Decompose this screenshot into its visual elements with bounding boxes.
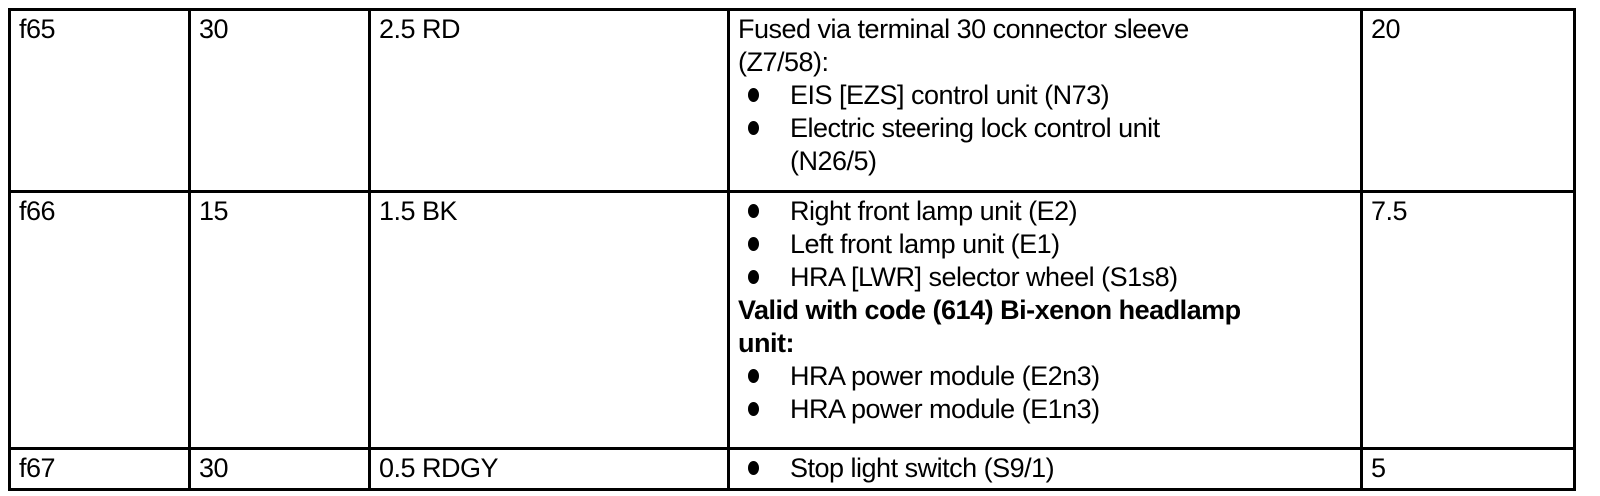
bullet-dot-icon — [748, 270, 759, 284]
fuse-id-cell: f67 — [8, 447, 191, 491]
bullet-line: HRA [LWR] selector wheel (S1s8) — [790, 262, 1178, 292]
terminal-cell: 30 — [188, 8, 371, 193]
wire-gauge-color-cell: 0.5 RDGY — [368, 447, 730, 491]
description-cell: Fused via terminal 30 connector sleeve (… — [727, 8, 1363, 193]
bullet-text: EIS [EZS] control unit (N73) — [790, 79, 1352, 112]
bullet-slot — [738, 452, 790, 475]
bullet-dot-icon — [748, 204, 759, 218]
wire-gauge-color-cell: 2.5 RD — [368, 8, 730, 193]
terminal-value: 30 — [199, 453, 229, 483]
bullet-text: Left front lamp unit (E1) — [790, 228, 1352, 261]
wire-gauge-color-cell: 1.5 BK — [368, 190, 730, 450]
bullet-slot — [738, 112, 790, 135]
bullet-line: EIS [EZS] control unit (N73) — [790, 80, 1110, 110]
bullet-dot-icon — [748, 237, 759, 251]
description-line: Fused via terminal 30 connector sleeve — [738, 14, 1189, 44]
terminal-cell: 30 — [188, 447, 371, 491]
bullet-slot — [738, 261, 790, 284]
bullet-text: Right front lamp unit (E2) — [790, 195, 1352, 228]
bullet-slot — [738, 228, 790, 251]
bullet-dot-icon — [748, 88, 759, 102]
fuse-id-cell: f65 — [8, 8, 191, 193]
description-cell: Right front lamp unit (E2) Left front la… — [727, 190, 1363, 450]
bullet-dot-icon — [748, 461, 759, 475]
amp-rating-cell: 7.5 — [1360, 190, 1576, 450]
bullet-item: HRA power module (E2n3) — [738, 360, 1352, 393]
terminal-cell: 15 — [188, 190, 371, 450]
bullet-text: HRA [LWR] selector wheel (S1s8) — [790, 261, 1352, 294]
validity-note-line: Valid with code (614) Bi-xenon headlamp — [738, 295, 1241, 325]
amp-rating-cell: 5 — [1360, 447, 1576, 491]
bullet-item: Left front lamp unit (E1) — [738, 228, 1352, 261]
bullet-slot — [738, 393, 790, 416]
description-cell: Stop light switch (S9/1) — [727, 447, 1363, 491]
bullet-line: Right front lamp unit (E2) — [790, 196, 1078, 226]
amp-rating-cell: 20 — [1360, 8, 1576, 193]
bullet-dot-icon — [748, 369, 759, 383]
bullet-item: Stop light switch (S9/1) — [738, 452, 1352, 485]
bullet-line: HRA power module (E2n3) — [790, 361, 1100, 391]
fuse-id-cell: f66 — [8, 190, 191, 450]
bullet-dot-icon — [748, 121, 759, 135]
bullet-line: (N26/5) — [790, 146, 877, 176]
bullet-item: HRA [LWR] selector wheel (S1s8) — [738, 261, 1352, 294]
amp-rating: 7.5 — [1371, 196, 1408, 226]
bullet-text: HRA power module (E2n3) — [790, 360, 1352, 393]
bullet-slot — [738, 360, 790, 383]
table-row-f66: f66 15 1.5 BK Right front lamp unit (E2) — [8, 190, 1576, 450]
amp-rating: 5 — [1371, 453, 1386, 483]
wire-gauge-color: 2.5 RD — [379, 14, 461, 44]
bullet-line: HRA power module (E1n3) — [790, 394, 1100, 424]
bullet-slot — [738, 79, 790, 102]
table-row-f67: f67 30 0.5 RDGY Stop light switch (S9/1)… — [8, 447, 1576, 491]
bullet-slot — [738, 195, 790, 218]
bullet-item: Right front lamp unit (E2) — [738, 195, 1352, 228]
bullet-line: Left front lamp unit (E1) — [790, 229, 1060, 259]
bullet-item: HRA power module (E1n3) — [738, 393, 1352, 426]
wire-gauge-color: 1.5 BK — [379, 196, 458, 226]
fuse-allocation-table: f65 30 2.5 RD Fused via terminal 30 conn… — [8, 8, 1576, 491]
fuse-id: f65 — [19, 14, 56, 44]
table-row-f65: f65 30 2.5 RD Fused via terminal 30 conn… — [8, 8, 1576, 193]
fuse-id: f67 — [19, 453, 56, 483]
bullet-text: Electric steering lock control unit (N26… — [790, 112, 1352, 178]
bullet-line: Electric steering lock control unit — [790, 113, 1160, 143]
bullet-text: HRA power module (E1n3) — [790, 393, 1352, 426]
bullet-dot-icon — [748, 402, 759, 416]
amp-rating: 20 — [1371, 14, 1401, 44]
wire-gauge-color: 0.5 RDGY — [379, 453, 499, 483]
bullet-item: Electric steering lock control unit (N26… — [738, 112, 1352, 178]
terminal-value: 15 — [199, 196, 229, 226]
bullet-text: Stop light switch (S9/1) — [790, 452, 1352, 485]
validity-note-line: unit: — [738, 328, 794, 358]
bullet-item: EIS [EZS] control unit (N73) — [738, 79, 1352, 112]
description-line: (Z7/58): — [738, 47, 829, 77]
bullet-line: Stop light switch (S9/1) — [790, 453, 1055, 483]
fuse-id: f66 — [19, 196, 56, 226]
terminal-value: 30 — [199, 14, 229, 44]
